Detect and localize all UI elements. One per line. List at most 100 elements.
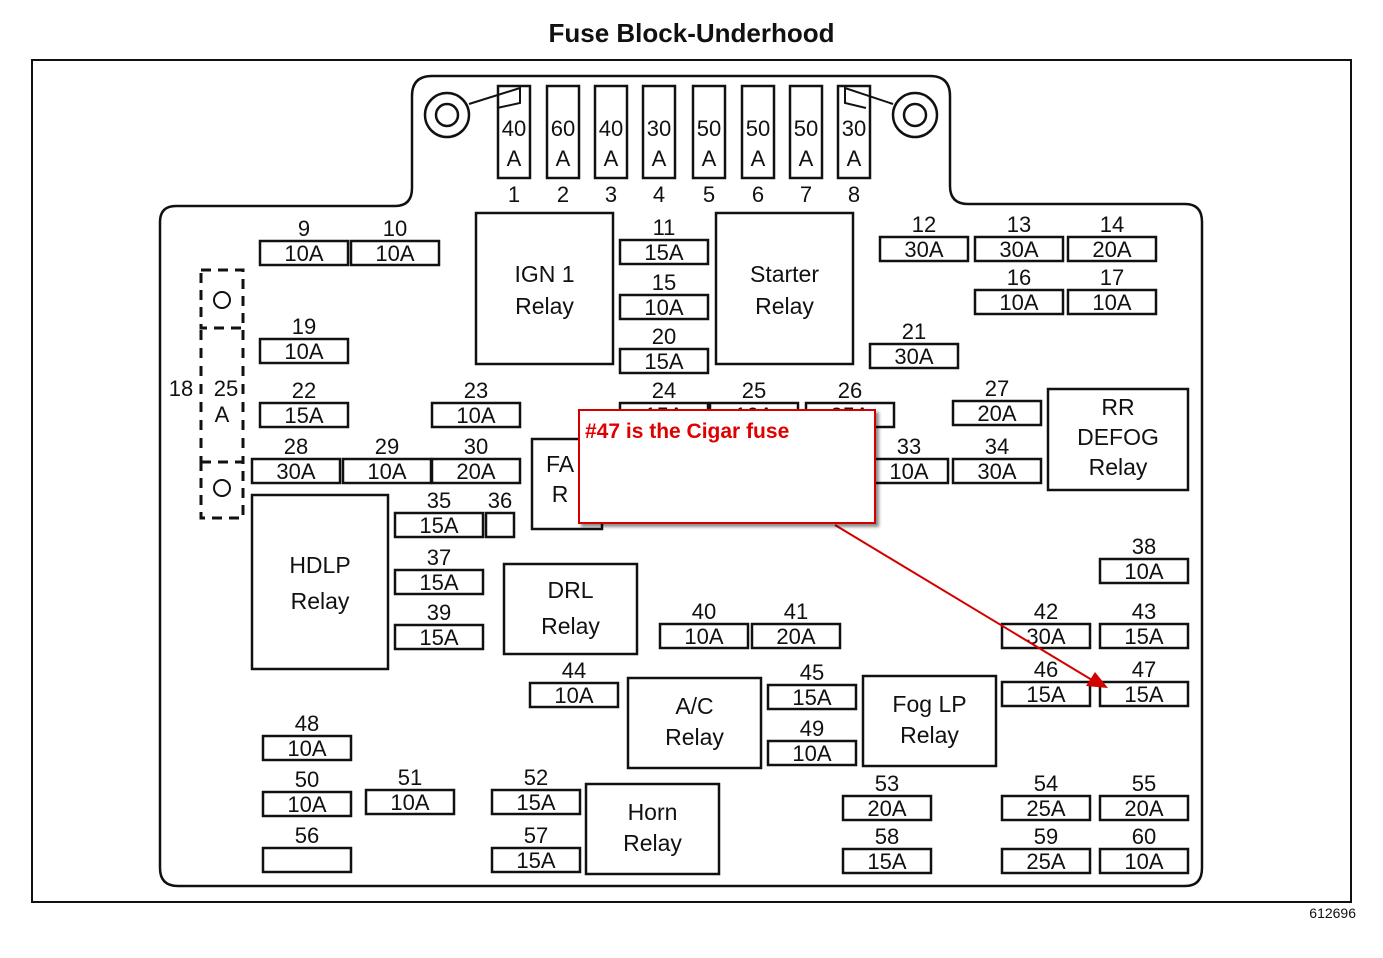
fuse-number: 48 [295,711,319,736]
fuse-number: 22 [292,378,316,403]
annotation-text: #47 is the Cigar fuse [585,420,790,443]
fuse-body [430,457,522,485]
fuse-rating: 15A [516,790,555,815]
fuse-number: 57 [524,823,548,848]
fuse-rating: 10A [889,459,928,484]
fuse-rating: 10A [684,624,723,649]
side-fuse-number: 18 [169,376,193,401]
fuse-number: 11 [653,215,676,240]
maxi-fuse-amps: 50 [746,116,770,141]
fuse-rating: 30A [904,237,943,262]
relay-body [626,676,763,770]
fuse-number: 46 [1034,657,1058,682]
maxi-fuse-body [641,84,677,180]
fuse-body [1000,680,1092,708]
maxi-fuse-unit: A [702,146,717,171]
fuse-number: 14 [1100,212,1124,237]
fuse-number: 28 [284,434,308,459]
fuse-number: 37 [427,545,451,570]
fuse-body [1000,847,1092,875]
fuse-body [393,568,485,596]
fuse-rating: 10A [367,459,406,484]
maxi-fuse-number: 3 [605,182,617,207]
maxi-fuse-amps: 30 [647,116,671,141]
fuse-number: 16 [1007,265,1031,290]
fuse-rating: 10A [999,290,1038,315]
relay-body [714,211,855,366]
fuse-rating: 10A [284,339,323,364]
relay-body [584,782,721,876]
fuse-body [258,401,350,429]
fuse-number: 42 [1034,599,1058,624]
fuse-body [258,337,350,365]
maxi-fuse-body [545,84,581,180]
fuse-number: 58 [875,824,899,849]
fuse-number: 45 [800,660,824,685]
fuse-body [364,788,456,816]
annotation-callout: #47 is the Cigar fuse [578,409,876,524]
fuse-body [490,788,582,816]
fuse-body [973,235,1065,263]
fuse-body [261,790,353,818]
side-fuse-18 [199,268,245,520]
fuse-rating: 15A [1026,682,1065,707]
relay-label: Relay [665,724,724,750]
maxi-fuse-number: 4 [653,182,665,207]
fuse-number: 40 [692,599,716,624]
relay-body [474,211,615,366]
fuse-number: 49 [800,716,824,741]
maxi-fuse-amps: 60 [551,116,575,141]
fuse-rating: 10A [1124,559,1163,584]
fuse-rating: 15A [419,513,458,538]
relay-label: HDLP [289,552,350,578]
maxi-fuse-number: 2 [557,182,569,207]
fuse-rating: 30A [276,459,315,484]
fuse-rating: 10A [390,790,429,815]
annotation-arrow [834,524,1108,688]
fuse-body [261,734,353,762]
maxi-fuse-number: 6 [752,182,764,207]
fuse-number: 39 [427,600,451,625]
relay-label: RR [1101,394,1134,420]
side-fuse-amps: 25 [214,376,238,401]
fuse-rating: 10A [287,792,326,817]
fuse-body [1098,680,1190,708]
fuse-body [261,846,353,874]
fuse-number: 41 [784,599,808,624]
fuse-number: 52 [524,765,548,790]
fuse-rating: 10A [644,295,683,320]
fuse-number: 51 [398,765,422,790]
maxi-fuse-body [496,84,532,180]
fuse-number: 24 [652,378,676,403]
fuse-number: 50 [295,767,319,792]
fuse-56: 56 [261,823,353,874]
fuse-body [349,239,441,267]
fuse-rating: 30A [894,344,933,369]
fuse-number: 53 [875,771,899,796]
fuse-number: 36 [488,488,512,513]
